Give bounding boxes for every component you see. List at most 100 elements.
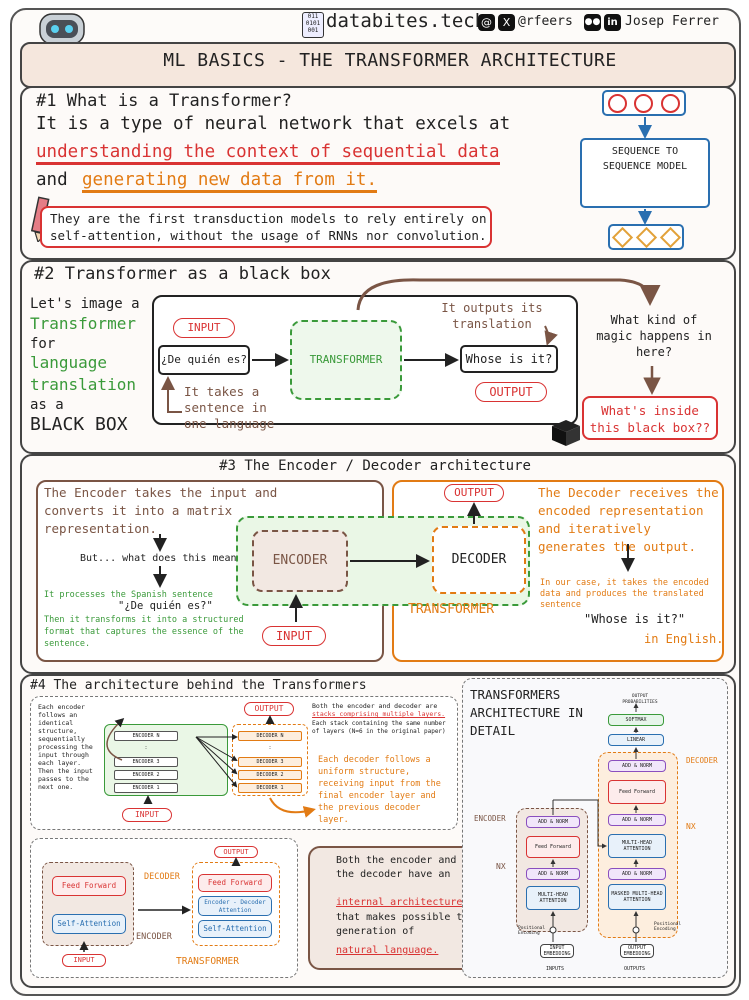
but-question: But... what does this mean? — [80, 553, 243, 564]
input-sentence-box: ¿De quién es? — [158, 345, 250, 375]
s1-and: and — [36, 170, 68, 190]
seq-model-box — [580, 138, 710, 208]
output-prob-label: OUTPUT PROBABILITIES — [622, 694, 658, 705]
s3-heading: #3 The Encoder / Decoder architecture — [219, 458, 531, 474]
outputs-label: OUTPUTS — [624, 966, 646, 972]
dec-add-norm-1: ADD & NORM — [608, 868, 666, 880]
internal-hl: internal architecture — [336, 897, 463, 908]
nx-decoder-label: NX — [686, 822, 696, 831]
decoder-layer: DECODER 3 — [238, 757, 302, 767]
linear-block: LINEAR — [608, 734, 664, 746]
inside-question-box: What's inside this black box?? — [582, 396, 718, 440]
s4-heading: #4 The architecture behind the Transform… — [30, 678, 367, 693]
page-title: ML BASICS - THE TRANSFORMER ARCHITECTURE — [163, 50, 617, 71]
seq-model-label: SEQUENCE TO SEQUENCE MODEL — [602, 146, 688, 172]
encoder-box: ENCODER — [252, 530, 348, 592]
encoder-layer: ENCODER 3 — [114, 757, 178, 767]
s2-intro-6: BLACK BOX — [30, 414, 128, 435]
takes-note: It takes a sentence in one language — [184, 384, 275, 431]
token-circle-icon — [634, 93, 654, 113]
decoder-layer: DECODER 1 — [238, 783, 302, 793]
decoder-box: DECODER — [432, 526, 526, 594]
medium-icon[interactable]: ●● — [584, 14, 601, 31]
dec-enc-dec-attention: Encoder - Decoder Attention — [198, 896, 272, 916]
s3-transformer-label: TRANSFORMER — [408, 602, 495, 617]
s3-input-tag: INPUT — [262, 626, 326, 646]
enc-text: The Encoder takes the input and converts… — [44, 485, 278, 536]
s3-arrows — [153, 502, 635, 622]
output-sentence-box: Whose is it? — [460, 345, 558, 373]
output-tag: OUTPUT — [475, 382, 547, 402]
encoder-layer: : — [144, 745, 148, 751]
softmax-block: SOFTMAX — [608, 714, 664, 726]
dec-masked-mha-detail: MASKED MULTI-HEAD ATTENTION — [608, 884, 666, 910]
dec-add-norm-3: ADD & NORM — [608, 760, 666, 772]
dec-positional-label: Positional Encoding — [654, 922, 682, 932]
dec-mha-detail: MULTI-HEAD ATTENTION — [608, 834, 666, 858]
s1-highlight-generate: generating new data from it. — [82, 170, 378, 193]
internal-mid: that makes possible the generation of — [336, 912, 475, 937]
x-icon[interactable]: X — [498, 14, 515, 31]
linkedin-icon[interactable]: in — [604, 14, 621, 31]
encoder-detail-label: ENCODER — [474, 814, 506, 823]
enc-positional-label: Positional Encoding — [518, 926, 546, 936]
inputs-label: INPUTS — [546, 966, 565, 972]
s4-input-tag: INPUT — [122, 808, 172, 822]
token-circle-icon — [607, 93, 627, 113]
author-name[interactable]: Josep Ferrer — [625, 14, 719, 29]
dec-feed-forward: Feed Forward — [198, 874, 272, 892]
processes-text: It processes the Spanish sentence — [44, 590, 213, 600]
transforms-text: Then it transforms it into a structured … — [44, 615, 244, 649]
internal-pre: Both the encoder and the decoder have an — [336, 855, 457, 880]
enc-feed-forward: Feed Forward — [52, 876, 126, 896]
site-name[interactable]: databites.tech — [326, 10, 487, 32]
encoder-layer: ENCODER 1 — [114, 783, 178, 793]
dec-text: The Decoder receives the encoded represe… — [538, 485, 719, 554]
both-stacks-hl: stacks comprising multiple layers. — [312, 710, 446, 718]
black-box-icon — [548, 416, 584, 448]
magic-question: What kind of magic happens in here? — [596, 313, 712, 359]
s1-note: They are the first transduction models t… — [50, 211, 487, 243]
decoder-layer: : — [268, 745, 272, 751]
s3-output-tag: OUTPUT — [444, 484, 504, 502]
s2-intro-5: as a — [30, 397, 64, 413]
s1-note-box — [40, 206, 492, 248]
transformer-box: TRANSFORMER — [290, 320, 402, 400]
both-stacks-pre: Both the encoder and decoder are — [312, 702, 438, 710]
in-english: in English. — [644, 632, 724, 646]
outputs-note: It outputs its translation — [441, 301, 543, 331]
dec-add-norm-2: ADD & NORM — [608, 814, 666, 826]
enc-internal-label: ENCODER — [136, 932, 172, 942]
s4b-input-tag: INPUT — [62, 954, 106, 967]
encoder-layer: ENCODER 2 — [114, 770, 178, 780]
s2-arrows — [161, 278, 661, 413]
seq-arrows — [638, 117, 652, 225]
our-case-text: In our case, it takes the encoded data a… — [540, 578, 709, 610]
input-tag: INPUT — [173, 318, 235, 338]
enc-add-norm-1: ADD & NORM — [526, 868, 580, 880]
detail-panel — [462, 678, 728, 978]
dec-feed-forward-detail: Feed Forward — [608, 780, 666, 804]
decoder-layer: DECODER 2 — [238, 770, 302, 780]
enc-mha-detail: MULTI-HEAD ATTENTION — [526, 886, 580, 910]
seq-output-tokens — [608, 224, 684, 250]
s2-heading: #2 Transformer as a black box — [34, 264, 331, 284]
s4-stack-arrows — [106, 715, 316, 818]
enc-add-norm-2: ADD & NORM — [526, 816, 580, 828]
encoder-layer: ENCODER N — [114, 731, 178, 741]
decoder-detail-label: DECODER — [686, 756, 718, 765]
s4b-transformer-label: TRANSFORMER — [176, 956, 239, 967]
s1-heading: #1 What is a Transformer? — [36, 91, 292, 111]
social-handle[interactable]: @rfeers — [518, 14, 573, 29]
s2-intro-4: language translation — [30, 353, 136, 394]
dec-self-attention: Self-Attention — [198, 920, 272, 938]
enc-feed-forward-detail: Feed Forward — [526, 836, 580, 858]
nx-encoder-label: NX — [496, 862, 506, 871]
each-encoder-text: Each encoder follows an identical struct… — [38, 703, 93, 791]
threads-icon[interactable]: @ — [478, 14, 495, 31]
english-quote: "Whose is it?" — [584, 612, 686, 626]
s1-highlight-context: understanding the context of sequential … — [36, 142, 500, 165]
both-stacks-post: Each stack containing the same number of… — [312, 720, 446, 735]
